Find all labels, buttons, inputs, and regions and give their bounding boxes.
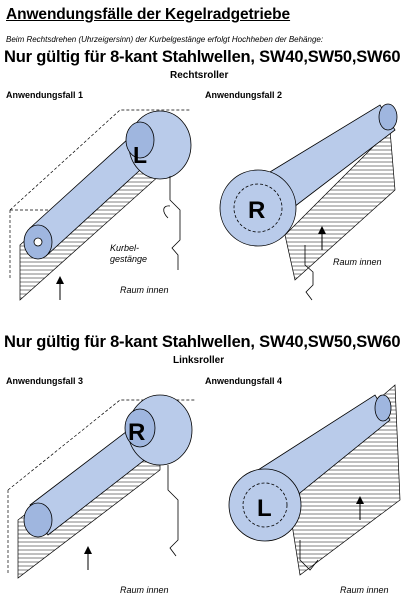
section1-heading: Nur gültig für 8-kant Stahlwellen, SW40,… <box>4 48 401 66</box>
crank-label-1: Kurbel- <box>110 243 140 253</box>
section1-subheading: Rechtsroller <box>170 70 229 81</box>
case1-label: Anwendungsfall 1 <box>6 90 84 100</box>
case2-label: Anwendungsfall 2 <box>205 90 283 100</box>
motor-label-case2: R <box>248 197 265 224</box>
motor-label-case3: R <box>128 419 145 446</box>
crank-label-2: gestänge <box>110 254 148 264</box>
rotation-note: Beim Rechtsdrehen (Uhrzeigersinn) der Ku… <box>6 35 324 44</box>
section2-heading: Nur gültig für 8-kant Stahlwellen, SW40,… <box>4 333 401 351</box>
room-label-case1: Raum innen <box>120 285 169 295</box>
case3-label: Anwendungsfall 3 <box>6 376 84 386</box>
motor-label-case1: L <box>133 142 147 168</box>
room-label-case3: Raum innen <box>120 585 169 595</box>
room-label-case2: Raum innen <box>333 257 382 267</box>
room-label-case4: Raum innen <box>340 585 389 595</box>
page-title: Anwendungsfälle der Kegelradgetriebe <box>6 6 291 23</box>
motor-label-case4: L <box>257 495 272 522</box>
section2-subheading: Linksroller <box>173 355 225 366</box>
case4-label: Anwendungsfall 4 <box>205 376 283 386</box>
